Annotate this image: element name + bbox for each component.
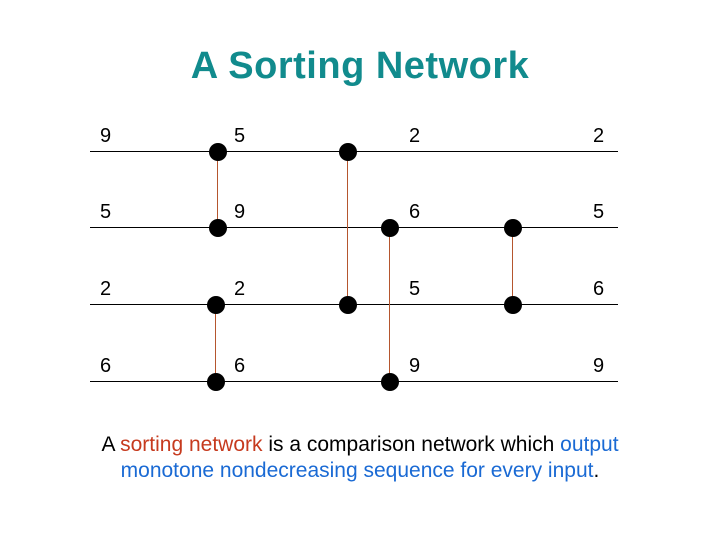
caption-line-1-segment-1: A — [101, 433, 121, 456]
caption-line-2: monotone nondecreasing sequence for ever… — [0, 458, 720, 484]
wire-4-value-1: 6 — [100, 355, 112, 377]
wire-3-value-1: 2 — [100, 278, 112, 300]
wire-1-value-1: 9 — [100, 125, 112, 147]
wire-2 — [90, 227, 618, 228]
comparator-3-bottom-dot — [381, 373, 399, 391]
caption-line-2-segment-2: . — [593, 459, 600, 482]
wire-4-value-3: 9 — [409, 355, 421, 377]
wire-2-value-2: 9 — [234, 201, 246, 223]
caption-line-1-segment-4: output — [560, 433, 619, 456]
comparator-1-line — [217, 152, 218, 228]
comparator-2-line — [347, 152, 348, 305]
comparator-5-bottom-dot — [504, 296, 522, 314]
wire-2-value-3: 6 — [409, 201, 421, 223]
wire-1-value-2: 5 — [234, 125, 246, 147]
comparator-5-top-dot — [504, 219, 522, 237]
comparator-4-bottom-dot — [207, 373, 225, 391]
caption-line-1: A sorting network is a comparison networ… — [0, 432, 720, 458]
comparator-1-bottom-dot — [209, 219, 227, 237]
slide-title: A Sorting Network — [190, 45, 530, 87]
caption-line-1-segment-2: sorting network — [120, 433, 263, 456]
caption-line-2-segment-1: monotone nondecreasing sequence for ever… — [120, 459, 594, 482]
wire-2-value-4: 5 — [593, 201, 605, 223]
comparator-4-top-dot — [207, 296, 225, 314]
wire-3-value-4: 6 — [593, 278, 605, 300]
comparator-3-top-dot — [381, 219, 399, 237]
comparator-1-top-dot — [209, 143, 227, 161]
wire-4-value-4: 9 — [593, 355, 605, 377]
comparator-2-bottom-dot — [339, 296, 357, 314]
wire-1-value-3: 2 — [409, 125, 421, 147]
comparator-4-line — [215, 305, 216, 382]
comparator-5-line — [512, 228, 513, 305]
wire-1-value-4: 2 — [593, 125, 605, 147]
comparator-3-line — [389, 228, 390, 382]
caption-line-1-segment-3: is a comparison network which — [262, 433, 561, 456]
wire-2-value-1: 5 — [100, 201, 112, 223]
caption-text: A sorting network is a comparison networ… — [0, 432, 720, 484]
wire-3-value-3: 5 — [409, 278, 421, 300]
comparator-2-top-dot — [339, 143, 357, 161]
wire-4 — [90, 381, 618, 382]
wire-4-value-2: 6 — [234, 355, 246, 377]
wire-3-value-2: 2 — [234, 278, 246, 300]
